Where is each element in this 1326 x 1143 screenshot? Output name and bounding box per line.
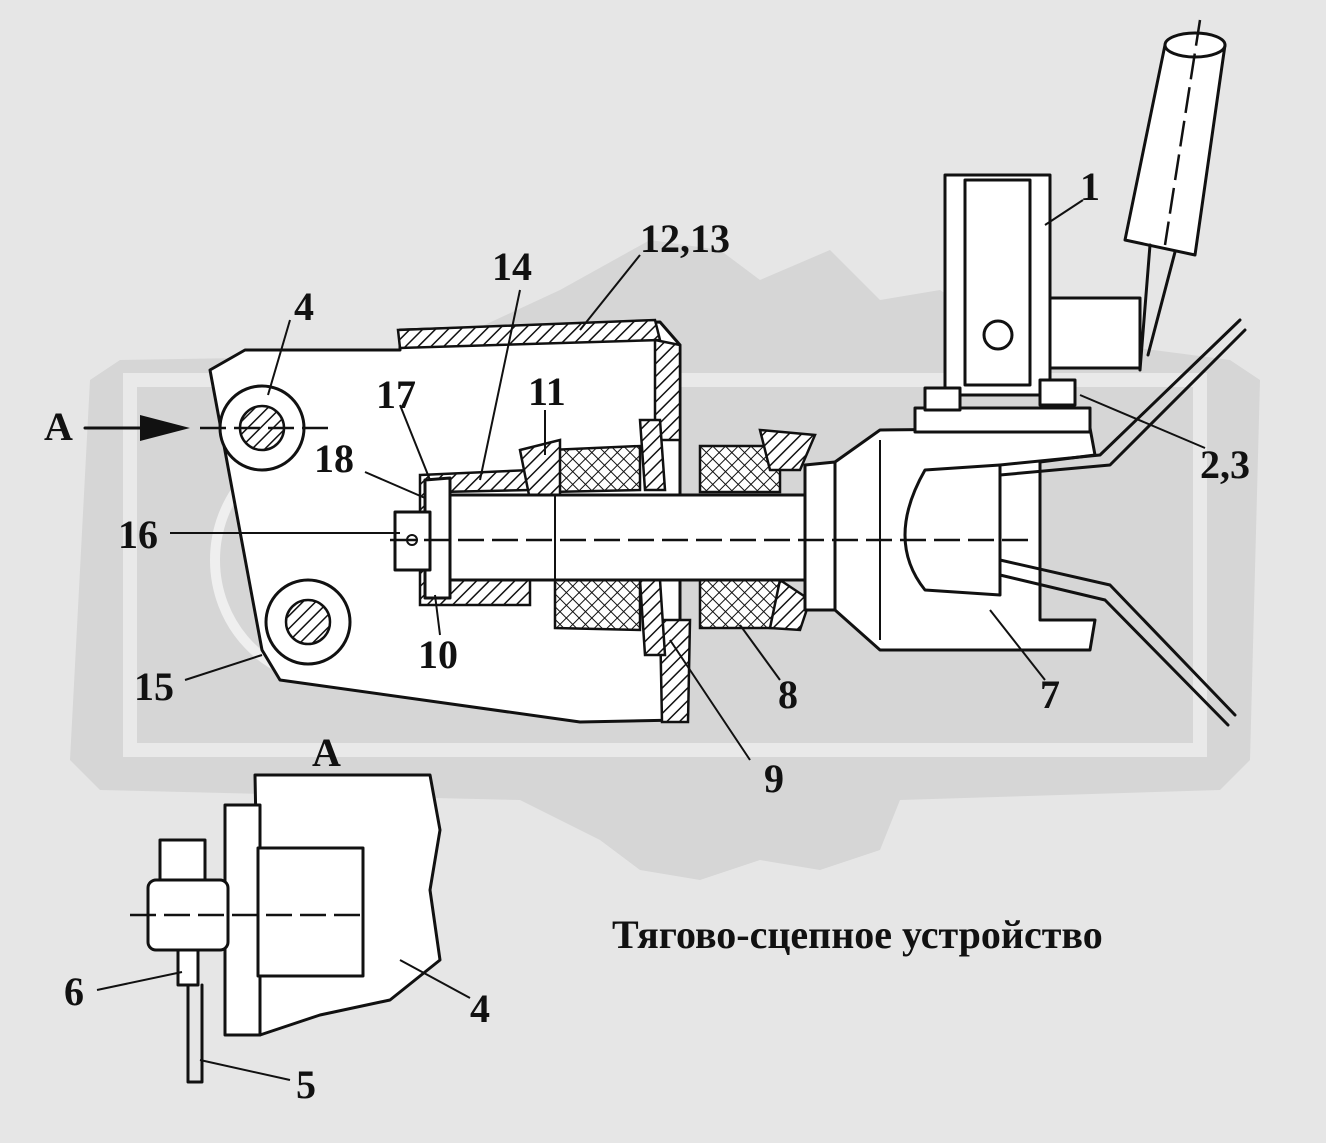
latch-inner (963, 178, 1032, 387)
detail-view-a (130, 773, 442, 1084)
washer-right-lower (768, 577, 812, 632)
callout-17: 17 (376, 372, 416, 417)
callout-12-13: 12,13 (640, 216, 730, 261)
callout-6: 6 (64, 969, 84, 1014)
callout-10: 10 (418, 632, 458, 677)
side-plate-12-13 (653, 338, 682, 442)
caption: Тягово-сцепное устройство (612, 912, 1103, 957)
collar (803, 460, 837, 612)
callout-14: 14 (492, 244, 532, 289)
leader-lines (96, 199, 1206, 1081)
guide-lower (998, 558, 1237, 727)
callout-4-main: 4 (294, 284, 314, 329)
rubber-element-lower-left (553, 578, 642, 632)
guide-upper (998, 318, 1247, 477)
rubber-element-lower-right (698, 578, 782, 630)
handle-lever (1138, 243, 1152, 372)
handle-axis (1163, 19, 1202, 246)
callout-16: 16 (118, 512, 158, 557)
lower-plate (658, 618, 692, 724)
callout-18: 18 (314, 436, 354, 481)
view-title-a: А (312, 730, 341, 775)
callout-5: 5 (296, 1062, 316, 1107)
rubber-element-upper-right (698, 444, 782, 494)
view-arrow-icon (140, 415, 190, 441)
callout-11: 11 (528, 369, 566, 414)
callout-2-3: 2,3 (1200, 442, 1250, 487)
callout-4-view: 4 (470, 986, 490, 1031)
hook-jaw (903, 463, 1002, 597)
handle-lever-2 (1146, 250, 1177, 357)
bolt-hole-lower (264, 578, 352, 666)
washer-9-upper (638, 418, 667, 492)
callout-1: 1 (1080, 164, 1100, 209)
callout-8: 8 (778, 672, 798, 717)
view-marker-a: А (44, 404, 73, 449)
nut-2-left (923, 386, 962, 412)
nut-2-3 (1038, 378, 1077, 407)
callout-9: 9 (764, 756, 784, 801)
washer-right-upper (758, 428, 817, 472)
callout-15: 15 (134, 664, 174, 709)
washer-9-lower (638, 578, 667, 657)
latch-pin (982, 319, 1014, 351)
callout-7: 7 (1040, 672, 1060, 717)
drawbar-rod (443, 493, 812, 582)
rubber-element-upper-left (548, 444, 642, 494)
latch-side-box (1048, 296, 1142, 370)
handle (1123, 43, 1227, 257)
latch-base (913, 406, 1092, 434)
